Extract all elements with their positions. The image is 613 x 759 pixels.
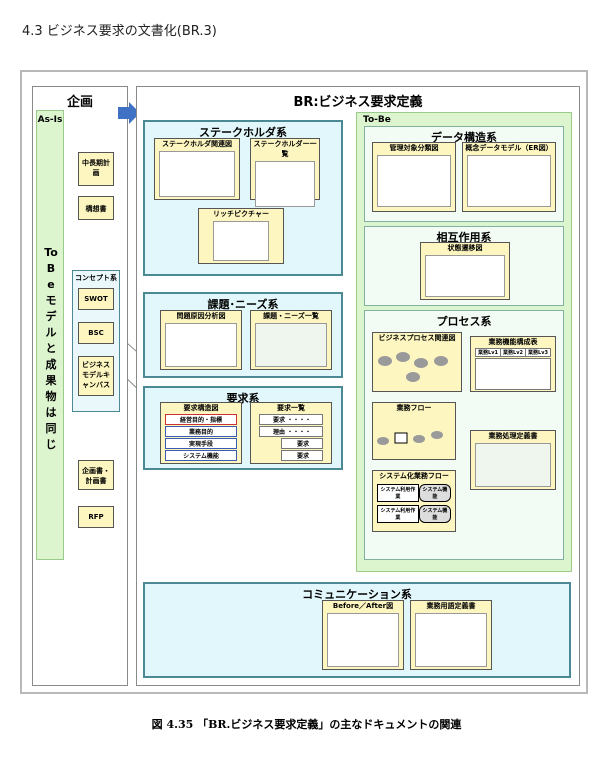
structure-item-purpose: 業務目的 [165,426,237,437]
doc-issue-list: 課題・ニーズ一覧 [250,310,332,370]
doc-before-after: Before／After図 [322,600,404,670]
stakeholder-relation-thumbnail [159,151,235,197]
before-after-thumbnail [327,613,399,667]
note-midterm-plan: 中長期計画 [78,152,114,186]
glossary-thumbnail [415,613,487,667]
stakeholder-title: ステークホルダ系 [199,126,287,139]
tobe-same-note: ToBeモデルと成果物は同じ [44,246,58,451]
doc-business-function: 業務機能構成表 業務Lv1 業務Lv2 業務Lv3 [470,336,556,392]
doc-problem-cause: 問題原因分析図 [160,310,242,370]
function-table-body [475,358,551,390]
doc-requirement-list: 要求一覧 要求 ・・・・ 理由 ・・・・ 要求 要求 [250,402,332,464]
doc-requirement-structure: 要求構造図 経営目的・指標 業務目的 実現手段 システム機能 [160,402,242,464]
managed-object-thumbnail [377,155,451,207]
arrow-right-icon [118,102,140,124]
er-model-thumbnail [467,155,551,207]
note-concept-doc: 構想書 [78,196,114,220]
system-usage-task-2: システム利用作業 [377,505,419,523]
interaction-title: 相互作用系 [436,231,492,244]
function-table-header: 業務Lv1 業務Lv2 業務Lv3 [475,348,551,357]
doc-er-model: 概念データモデル（ER図） [462,142,556,212]
stakeholder-list-thumbnail [255,161,315,207]
issues-title: 課題･ニーズ系 [207,298,279,311]
system-flow-row-2: システム利用作業 システム機能 [377,505,451,523]
data-structure-title: データ構造系 [431,131,497,144]
note-rfp: RFP [78,506,114,528]
communication-title: コミュニケーション系 [302,588,412,601]
note-plan-doc: 企画書・計画書 [78,460,114,490]
doc-system-business-flow: システム化業務フロー システム利用作業 システム機能 システム利用作業 システム… [372,470,456,532]
process-relation-diagram [378,352,448,382]
note-swot: SWOT [78,288,114,310]
req-row-2: 理由 ・・・・ [259,426,323,437]
function-col-2: 業務Lv2 [501,349,526,356]
asis-column: As-Is ToBeモデルと成果物は同じ [36,110,64,560]
doc-business-process-relation: ビジネスプロセス関連図 [372,332,462,392]
structure-item-system: システム機能 [165,450,237,461]
doc-stakeholder-list: ステークホルダー一覧 [250,138,320,207]
issue-list-thumbnail [255,323,327,367]
structure-item-goal: 経営目的・指標 [165,414,237,425]
doc-stakeholder-relation: ステークホルダ関連図 [154,138,240,200]
asis-label: As-Is [37,115,63,125]
doc-rich-picture: リッチピクチャー [198,208,284,264]
system-function-1: システム機能 [418,484,451,502]
process-def-thumbnail [475,443,551,487]
state-transition-thumbnail [425,255,505,297]
function-col-3: 業務Lv3 [528,350,548,356]
system-flow-row-1: システム利用作業 システム機能 [377,484,451,502]
system-usage-task-1: システム利用作業 [377,484,419,502]
doc-business-flow: 業務フロー [372,402,456,460]
figure-caption: 図 4.35 「BR.ビジネス要求定義」の主なドキュメントの関連 [151,718,462,731]
rich-picture-thumbnail [213,221,269,261]
system-function-2: システム機能 [418,505,451,523]
doc-state-transition: 状態遷移図 [420,242,510,300]
requirements-title: 要求系 [226,392,260,405]
br-title: BR:ビジネス要求定義 [293,95,423,110]
doc-managed-object: 管理対象分類図 [372,142,456,212]
structure-item-means: 実現手段 [165,438,237,449]
doc-business-process-def: 業務処理定義書 [470,430,556,490]
section-heading: 4.3 ビジネス要求の文書化(BR.3) [22,24,217,39]
note-bsc: BSC [78,322,114,344]
doc-business-glossary: 業務用語定義書 [410,600,492,670]
req-row-1: 要求 ・・・・ [259,414,323,425]
planning-title: 企画 [66,95,93,110]
business-flow-diagram [377,431,443,445]
note-business-model-canvas: ビジネスモデルキャンバス [78,356,114,396]
tobe-label: To-Be [363,115,391,125]
problem-cause-thumbnail [165,323,237,367]
req-row-3: 要求 [281,438,323,449]
process-title: プロセス系 [436,315,492,328]
function-col-1: 業務Lv1 [476,349,501,356]
concept-title: コンセプト系 [75,274,117,282]
req-row-4: 要求 [281,450,323,461]
